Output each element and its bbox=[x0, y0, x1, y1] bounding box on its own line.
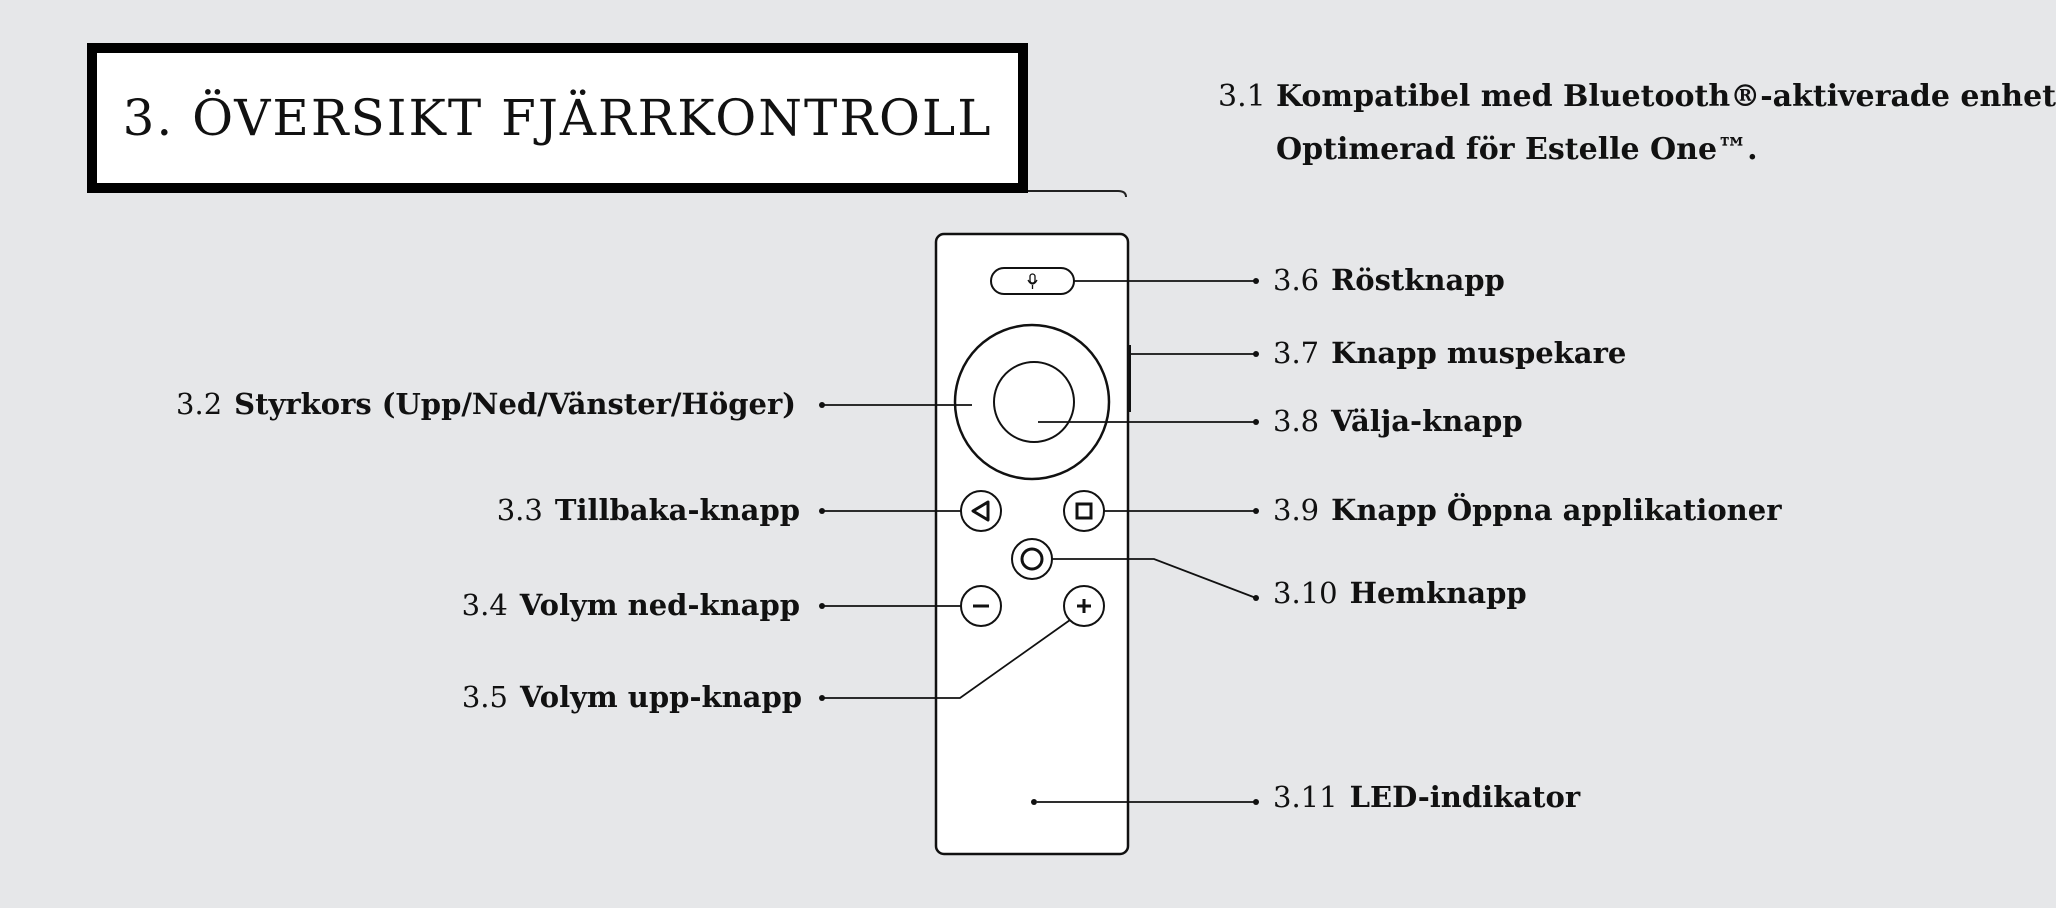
leader-line-3-10 bbox=[1052, 558, 1257, 599]
square-icon bbox=[1075, 502, 1093, 520]
callout-number: 3.9 bbox=[1273, 493, 1320, 527]
callout-3-4: 3.4 Volym ned-knapp bbox=[462, 588, 800, 622]
side-pointer-button bbox=[1128, 345, 1131, 412]
callout-text: Styrkors (Upp/Ned/Vänster/Höger) bbox=[234, 387, 796, 421]
callout-number: 3.6 bbox=[1273, 263, 1320, 297]
callout-3-3: 3.3 Tillbaka-knapp bbox=[497, 493, 800, 527]
callout-text: Volym ned-knapp bbox=[519, 588, 800, 622]
callout-text: Knapp muspekare bbox=[1331, 336, 1627, 370]
callout-3-6: 3.6 Röstknapp bbox=[1273, 263, 1505, 297]
callout-number: 3.4 bbox=[461, 588, 508, 622]
callout-3-11: 3.11 LED-indikator bbox=[1273, 780, 1580, 814]
voice-button bbox=[990, 267, 1075, 295]
callout-number: 3.10 bbox=[1273, 576, 1338, 610]
callout-text: Tillbaka-knapp bbox=[554, 493, 800, 527]
callout-number: 3.2 bbox=[176, 387, 223, 421]
home-icon bbox=[1020, 547, 1044, 571]
section-title: 3. ÖVERSIKT FJÄRRKONTROLL bbox=[122, 89, 993, 147]
intro-text-1: Kompatibel med Bluetooth®-aktiverade enh… bbox=[1276, 79, 2056, 114]
title-connector-line bbox=[1028, 190, 1127, 198]
intro-text-2: Optimerad för Estelle One™. bbox=[1276, 132, 1758, 167]
select-button bbox=[993, 361, 1075, 443]
callout-text: Volym upp-knapp bbox=[519, 680, 802, 714]
home-button bbox=[1011, 538, 1053, 580]
led-indicator bbox=[1031, 799, 1037, 805]
callout-number: 3.8 bbox=[1273, 404, 1320, 438]
callout-3-8: 3.8 Välja-knapp bbox=[1273, 404, 1523, 438]
section-title-box: 3. ÖVERSIKT FJÄRRKONTROLL bbox=[87, 43, 1028, 193]
callout-text: Hemknapp bbox=[1349, 576, 1527, 610]
callout-number: 3.3 bbox=[496, 493, 543, 527]
callout-text: LED-indikator bbox=[1349, 780, 1581, 814]
callout-number: 3.7 bbox=[1273, 336, 1320, 370]
plus-icon bbox=[1077, 599, 1091, 613]
callout-number: 3.5 bbox=[461, 680, 508, 714]
callout-3-7: 3.7 Knapp muspekare bbox=[1273, 336, 1626, 370]
intro-note: 3.1 Kompatibel med Bluetooth®-aktiverade … bbox=[1218, 70, 2056, 176]
callout-3-9: 3.9 Knapp Öppna applikationer bbox=[1273, 493, 1781, 527]
intro-line-2: Optimerad för Estelle One™. bbox=[1218, 123, 2056, 176]
callout-3-10: 3.10 Hemknapp bbox=[1273, 576, 1527, 610]
back-button bbox=[960, 490, 1002, 532]
intro-line-1: 3.1 Kompatibel med Bluetooth®-aktiverade … bbox=[1218, 70, 2056, 123]
back-icon bbox=[971, 500, 990, 522]
intro-number: 3.1 bbox=[1218, 79, 1266, 114]
callout-text: Knapp Öppna applikationer bbox=[1331, 493, 1782, 527]
callout-text: Röstknapp bbox=[1331, 263, 1505, 297]
callout-number: 3.11 bbox=[1273, 780, 1338, 814]
callout-text: Välja-knapp bbox=[1331, 404, 1523, 438]
microphone-icon bbox=[1027, 273, 1038, 289]
callout-3-5: 3.5 Volym upp-knapp bbox=[462, 680, 802, 714]
callout-3-2: 3.2 Styrkors (Upp/Ned/Vänster/Höger) bbox=[176, 387, 796, 421]
leader-line-3-5 bbox=[822, 619, 1071, 699]
apps-button bbox=[1063, 490, 1105, 532]
